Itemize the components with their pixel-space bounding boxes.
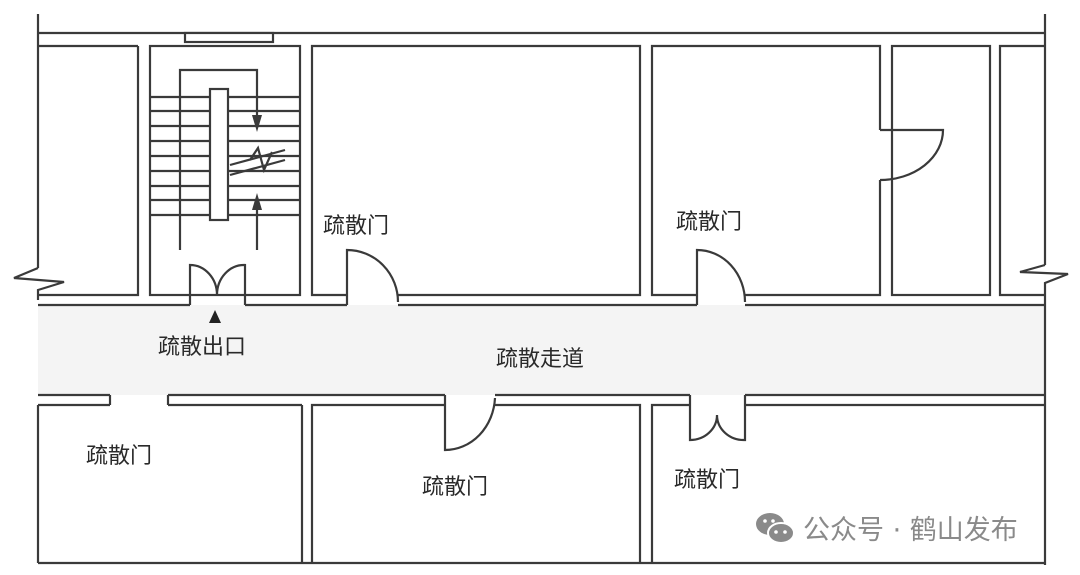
label-exit: 疏散出口 bbox=[158, 335, 247, 360]
stair-steps bbox=[150, 68, 300, 250]
label-corridor: 疏散走道 bbox=[496, 347, 585, 372]
exit-marker-triangle bbox=[209, 310, 221, 323]
watermark-text: 公众号 · 鹤山发布 bbox=[803, 515, 1018, 546]
label-door: 疏散门 bbox=[674, 468, 741, 493]
doors bbox=[188, 248, 747, 452]
label-door: 疏散门 bbox=[86, 444, 153, 469]
label-door: 疏散门 bbox=[422, 475, 489, 500]
label-door: 疏散门 bbox=[676, 210, 743, 235]
wechat-icon bbox=[756, 512, 795, 544]
label-door: 疏散门 bbox=[323, 214, 390, 239]
corridor-fill bbox=[38, 305, 1045, 395]
watermark: 公众号 · 鹤山发布 bbox=[755, 508, 1018, 547]
